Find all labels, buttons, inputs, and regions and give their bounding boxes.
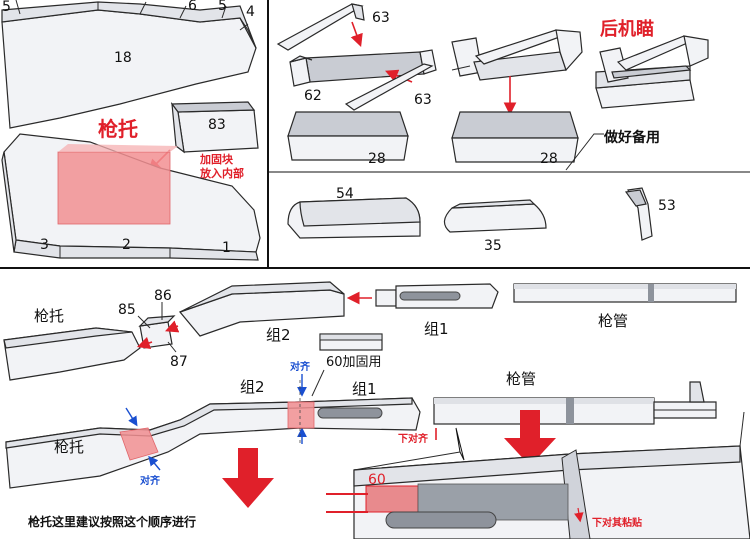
zoomed-barrel-detail	[326, 411, 750, 539]
order-note: 枪托这里建议按照这个顺序进行	[28, 514, 196, 529]
group1-label-lower: 组1	[352, 380, 377, 398]
into-inside-note: 放入内部	[199, 166, 244, 180]
part-label-4: 4	[246, 4, 255, 20]
align-down-label: 下对齐	[398, 432, 429, 445]
part-label-2: 2	[122, 237, 131, 253]
part-label-35: 35	[484, 238, 502, 254]
arrow-87	[136, 336, 153, 350]
part-label-5-second: 5	[218, 0, 227, 14]
reinforce-60-note: 60加固用	[326, 355, 382, 370]
group2-label-upper: 组2	[266, 326, 291, 344]
rear-sight-final	[595, 35, 709, 109]
stock-label-upper: 枪托	[34, 307, 64, 325]
rear-sight-part-62	[289, 49, 437, 87]
part-label-87: 87	[170, 354, 188, 370]
part-label-28-b: 28	[540, 151, 558, 167]
stock-upper-left	[3, 327, 141, 381]
align-arrow-stock-top	[125, 407, 138, 427]
assembled-rifle-lower	[5, 380, 421, 489]
part-label-86: 86	[154, 288, 172, 304]
part-53	[624, 187, 653, 241]
group1-upper	[375, 283, 499, 309]
part-label-18: 18	[114, 50, 132, 66]
align-arrow-stock-bottom	[148, 455, 161, 471]
arrow-86	[165, 320, 180, 333]
stock-title: 枪托	[98, 117, 138, 141]
part-label-6: 6	[188, 0, 197, 14]
prepare-leader	[565, 133, 604, 171]
part-60-strip	[319, 333, 383, 351]
add-block-note: 加固块	[199, 152, 234, 166]
barrel-label-upper: 枪管	[598, 312, 628, 330]
base-part-28-b	[451, 111, 579, 163]
part-label-53: 53	[658, 198, 676, 214]
stock-part-18	[1, 0, 257, 129]
rear-sight-part-63-b	[344, 63, 434, 111]
part-label-62: 62	[304, 88, 322, 104]
align-label-top: 对齐	[290, 360, 311, 373]
align-paste-label: 下对其粘贴	[592, 516, 642, 529]
barrel-label-lower: 枪管	[506, 370, 536, 388]
rear-sight-title: 后机瞄	[600, 19, 654, 40]
barrel-lower	[433, 381, 717, 425]
part-35	[443, 199, 547, 233]
base-part-28-a	[287, 111, 409, 161]
group2-label-lower: 组2	[240, 378, 265, 396]
block-position-highlight	[57, 151, 171, 225]
reinforcement-block-83	[170, 101, 259, 154]
panel-dividers	[0, 0, 750, 269]
part-label-63-bottom: 63	[414, 92, 432, 108]
stock-label-lower: 枪托	[54, 438, 84, 456]
part-label-54: 54	[336, 186, 354, 202]
big-down-arrow-right	[504, 410, 556, 466]
align-label-bottom: 对齐	[140, 474, 161, 487]
part-54	[287, 197, 421, 239]
group1-label-upper: 组1	[424, 320, 449, 338]
paste-arrow	[574, 507, 584, 523]
part-label-5: 5	[2, 0, 11, 15]
part-label-60: 60	[368, 472, 386, 488]
big-down-arrow-left	[222, 448, 274, 508]
prepare-note: 做好备用	[603, 129, 660, 146]
part-label-83: 83	[208, 117, 226, 133]
rear-sight-part-63-a	[276, 3, 365, 51]
part-label-63-top: 63	[372, 10, 390, 26]
barrel-upper	[513, 283, 737, 303]
part-label-85: 85	[118, 302, 136, 318]
part-label-28-a: 28	[368, 151, 386, 167]
group2-upper	[178, 281, 345, 337]
part-label-3: 3	[40, 237, 49, 253]
rear-sight-assembled-middle	[451, 29, 583, 81]
stock-part-1-2-3	[1, 133, 261, 261]
part-label-1: 1	[222, 240, 231, 256]
arrow-63-down	[350, 21, 363, 48]
